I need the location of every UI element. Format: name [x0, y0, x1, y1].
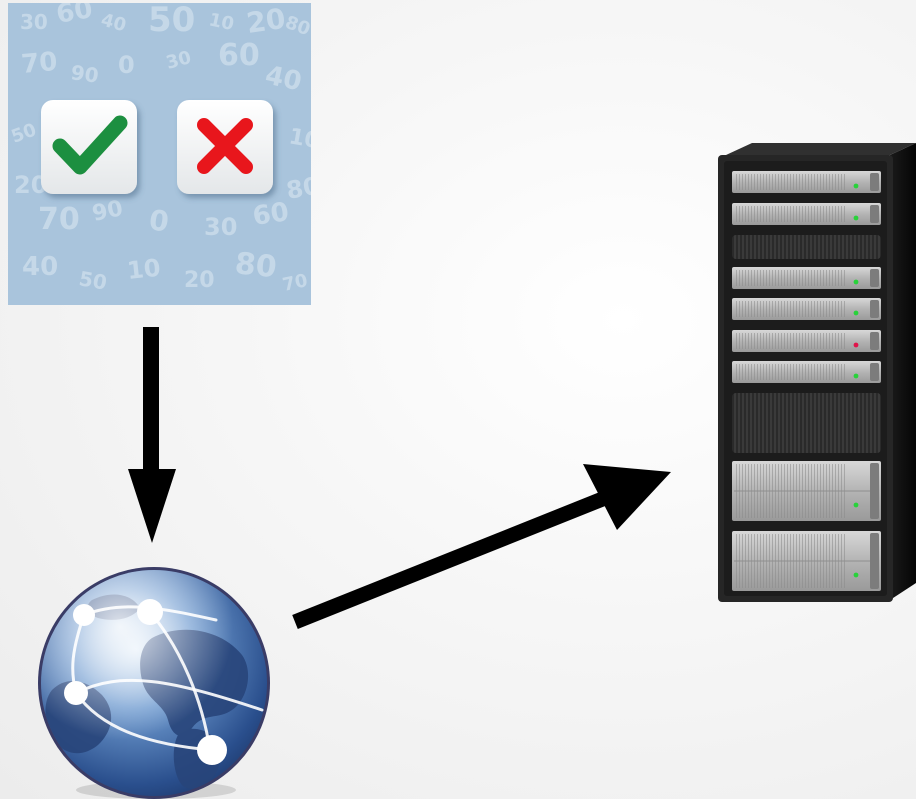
check-tile — [41, 100, 137, 194]
rack-server-unit — [732, 298, 881, 320]
rack-server-unit — [732, 203, 881, 225]
rack-server-unit — [732, 361, 881, 383]
background-digit: 40 — [263, 61, 305, 98]
background-digit: 90 — [69, 60, 100, 88]
server-rack-icon — [718, 143, 916, 602]
check-mark-icon — [52, 115, 128, 175]
background-digit: 10 — [126, 254, 162, 285]
rack-server-unit — [732, 461, 881, 521]
background-digit: 80 — [233, 246, 278, 285]
rack-vent-panel — [732, 393, 881, 453]
rack-vent-panel — [732, 235, 881, 259]
background-digit: 90 — [90, 196, 125, 227]
globe-network-icon — [38, 567, 270, 799]
background-digit: 50 — [148, 3, 195, 40]
background-digit: 70 — [281, 270, 310, 296]
background-digit: 10 — [207, 9, 236, 35]
background-digit: 80 — [284, 172, 311, 205]
status-led-green — [853, 572, 859, 578]
background-digit: 60 — [251, 197, 291, 232]
rack-server-unit — [732, 171, 881, 193]
background-digit: 60 — [218, 38, 260, 73]
background-digit: 0 — [118, 51, 135, 79]
cross-mark-icon — [197, 118, 253, 174]
background-digit: 40 — [22, 252, 58, 282]
status-led-green — [853, 310, 859, 316]
background-digit: 20 — [244, 3, 287, 40]
arrow-down — [128, 327, 176, 543]
background-digit: 50 — [77, 266, 109, 294]
status-led-green — [853, 502, 859, 508]
background-digit: 70 — [38, 202, 80, 237]
background-digit: 70 — [20, 47, 59, 80]
background-digit: 20 — [184, 268, 215, 293]
background-digit: 30 — [20, 10, 48, 34]
rack-server-unit — [732, 531, 881, 591]
rack-server-unit — [732, 330, 881, 352]
status-led-green — [853, 183, 859, 189]
rack-bays — [732, 171, 881, 591]
status-led-green — [853, 215, 859, 221]
background-digit: 10 — [287, 124, 311, 154]
status-led-green — [853, 373, 859, 379]
cross-tile — [177, 100, 273, 194]
status-led-red — [853, 342, 859, 348]
background-digit: 0 — [147, 203, 171, 238]
arrow-to-server — [292, 464, 671, 629]
status-led-green — [853, 279, 859, 285]
rack-server-unit — [732, 267, 881, 289]
background-digit: 30 — [204, 213, 237, 241]
